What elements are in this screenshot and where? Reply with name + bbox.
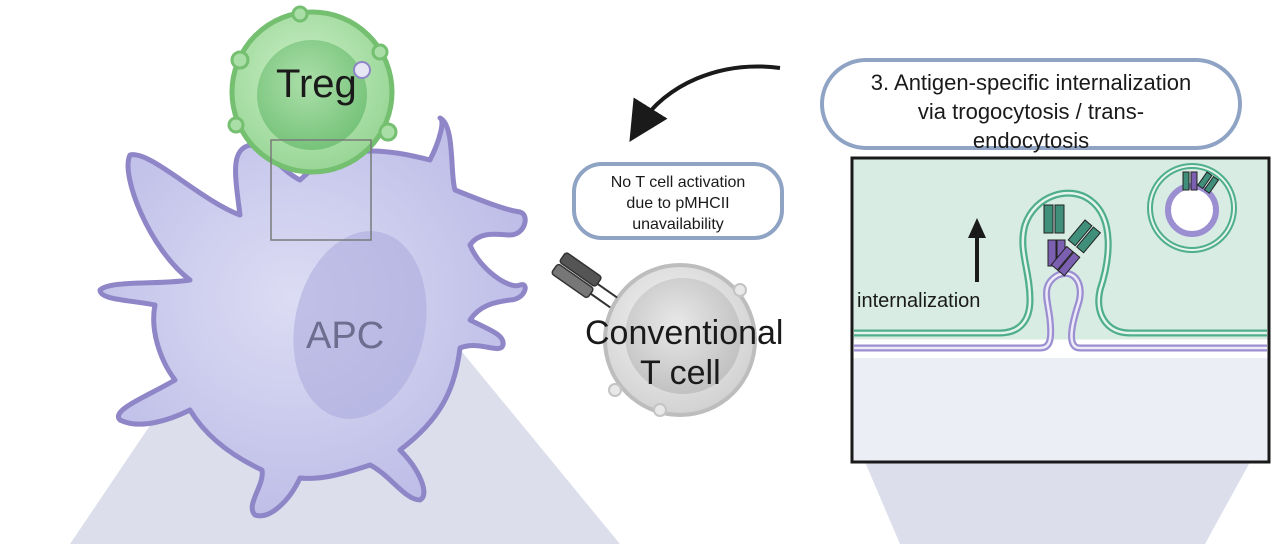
treg-blob-2 xyxy=(291,5,309,23)
apc-nucleus xyxy=(293,231,427,419)
conventional-t-cell-label-line1: Conventional xyxy=(585,314,784,352)
tcell-blob-3 xyxy=(733,283,747,297)
treg-cell xyxy=(227,5,398,175)
zoom-region-box xyxy=(270,139,372,241)
treg-blob-1 xyxy=(230,50,250,70)
title-line-2: via trogocytosis / trans- xyxy=(917,99,1145,124)
apc-label: APC xyxy=(306,315,385,357)
tcr-receptor-icon xyxy=(551,252,618,309)
no-activation-callout: No T cell activation due to pMHCII unava… xyxy=(572,162,784,240)
conventional-t-cell-label-line2: T cell xyxy=(640,354,721,392)
curved-arrow xyxy=(629,64,781,142)
note-line-2: due to pMHCII xyxy=(626,195,730,212)
treg-blob-4 xyxy=(378,122,398,142)
zoom-beam-right xyxy=(865,462,1250,544)
title-line-3: endocytosis xyxy=(972,128,1090,153)
conventional-t-cell xyxy=(551,252,757,417)
title-line-1: 3. Antigen-specific internalization xyxy=(870,70,1192,95)
treg-receptor-icon xyxy=(353,61,371,79)
tcell-nucleus xyxy=(625,278,741,394)
internalization-arrow xyxy=(968,218,986,282)
internalization-label: internalization xyxy=(857,290,981,312)
treg-label: Treg xyxy=(276,62,357,106)
tcell-blob-2 xyxy=(653,403,667,417)
inset-lower-cell xyxy=(853,358,1268,461)
inset-panel xyxy=(850,156,1271,464)
note-line-3: unavailability xyxy=(632,216,724,233)
tcr-pmhc-complex-2 xyxy=(1050,219,1102,277)
treg-blob-5 xyxy=(227,116,245,134)
apc-cell xyxy=(97,115,528,519)
note-line-1: No T cell activation xyxy=(610,174,746,191)
treg-blob-3 xyxy=(371,43,389,61)
tcell-blob-1 xyxy=(608,383,622,397)
treg-nucleus xyxy=(257,40,367,150)
internalized-vesicle xyxy=(1147,163,1237,253)
step-title-callout: 3. Antigen-specific internalization via … xyxy=(820,58,1242,153)
